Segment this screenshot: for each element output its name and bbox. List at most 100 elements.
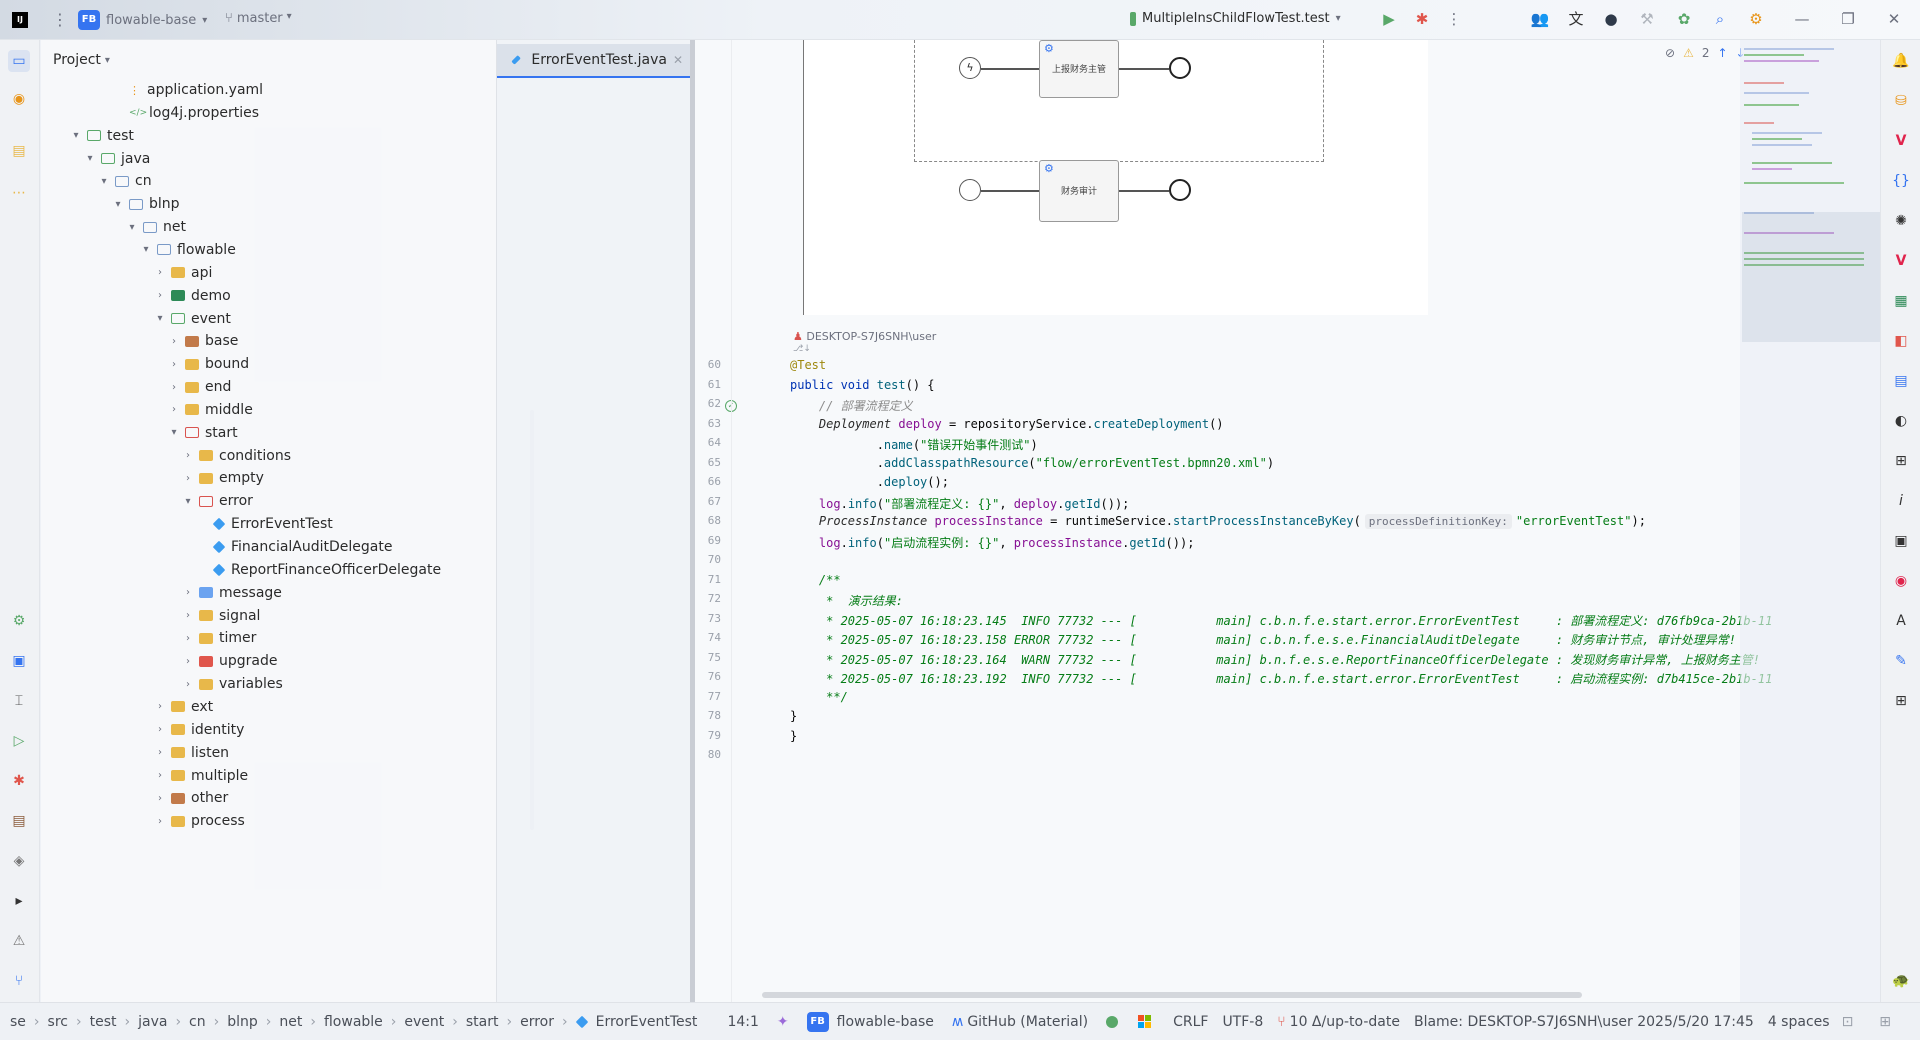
breadcrumb-item[interactable]: se: [10, 1013, 26, 1030]
chevron-down-icon[interactable]: ▾: [171, 427, 177, 439]
tree-item-identity[interactable]: ›identity: [41, 716, 244, 744]
tree-item-signal[interactable]: ›signal: [41, 602, 260, 630]
code-line[interactable]: * 2025-05-07 16:18:23.164 WARN 77732 ---…: [818, 652, 1760, 667]
tree-item-test[interactable]: ▾test: [41, 122, 133, 150]
tree-item-cn[interactable]: ▾cn: [41, 167, 151, 195]
chevron-right-icon[interactable]: ›: [172, 381, 176, 393]
terminal-tool-icon[interactable]: ▸: [15, 893, 23, 909]
chevron-down-icon[interactable]: ▾: [129, 221, 135, 233]
line-number[interactable]: 74: [707, 631, 721, 644]
line-ending[interactable]: CRLF: [1173, 1013, 1209, 1030]
chevron-down-icon[interactable]: ▾: [157, 313, 163, 324]
line-number[interactable]: 70: [707, 553, 721, 566]
tree-item-base[interactable]: ›base: [41, 327, 238, 355]
tree-item-reportfinanceofficerdelegate[interactable]: ReportFinanceOfficerDelegate: [41, 556, 441, 584]
indent-setting[interactable]: 4 spaces: [1767, 1013, 1830, 1030]
breadcrumb-item[interactable]: start: [465, 1013, 499, 1030]
chevron-right-icon[interactable]: ›: [186, 587, 190, 599]
code-line[interactable]: * 2025-05-07 16:18:23.192 INFO 77732 ---…: [818, 672, 1773, 686]
line-number[interactable]: 65: [707, 455, 721, 469]
mascot-icon[interactable]: 🐢: [1892, 973, 1910, 989]
tab-error-event-test[interactable]: ErrorEventTest.java ✕: [497, 44, 691, 78]
tree-item-other[interactable]: ›other: [41, 784, 228, 812]
close-icon[interactable]: ✕: [672, 53, 683, 67]
tree-item-api[interactable]: ›api: [41, 259, 212, 287]
search-icon[interactable]: ⌕: [1715, 10, 1725, 28]
line-number[interactable]: 68: [707, 514, 721, 527]
code-line[interactable]: log.info("启动流程实例: {}", processInstance.g…: [818, 535, 1195, 550]
services-tool-icon[interactable]: ⚙: [12, 613, 26, 629]
breadcrumb-item[interactable]: ErrorEventTest: [595, 1013, 698, 1030]
chevron-right-icon[interactable]: ›: [158, 815, 162, 827]
collaboration-icon[interactable]: 👥: [1530, 10, 1550, 28]
memory-indicator-icon[interactable]: ⊞: [1879, 1013, 1892, 1030]
endpoints-tool-icon[interactable]: ⌶: [14, 693, 24, 709]
app-logo-icon[interactable]: IJ: [12, 12, 28, 28]
commit-tool-icon[interactable]: ◉: [12, 91, 26, 107]
breadcrumb-item[interactable]: java: [138, 1013, 168, 1030]
tree-item-process[interactable]: ›process: [41, 807, 245, 835]
line-number[interactable]: 63: [707, 416, 721, 430]
line-number[interactable]: 61: [707, 377, 721, 391]
tree-item-event[interactable]: ▾event: [41, 305, 230, 333]
chat-tool-icon[interactable]: ▣: [12, 653, 26, 669]
code-line[interactable]: * 2025-05-07 16:18:23.158 ERROR 77732 --…: [818, 633, 1736, 647]
database-icon[interactable]: ⛁: [1895, 93, 1907, 109]
tree-item-multiple[interactable]: ›multiple: [41, 762, 248, 790]
line-number[interactable]: 67: [707, 494, 721, 508]
theme-name[interactable]: GitHub (Material): [967, 1013, 1089, 1030]
chevron-down-icon[interactable]: ▾: [87, 153, 93, 165]
line-number[interactable]: 79: [707, 728, 721, 742]
chevron-down-icon[interactable]: ▾: [101, 175, 107, 187]
tree-item-error[interactable]: ▾error: [41, 487, 252, 515]
arrow-up-icon[interactable]: ↑: [1717, 46, 1728, 60]
run-config-selector[interactable]: MultipleInsChildFlowTest.test ▾: [1130, 11, 1341, 26]
breadcrumb[interactable]: se›src›test›java›cn›blnp›net›flowable›ev…: [6, 1014, 701, 1030]
chevron-right-icon[interactable]: ›: [186, 472, 190, 484]
breadcrumb-item[interactable]: test: [89, 1013, 117, 1030]
code-line[interactable]: log.info("部署流程定义: {}", deploy.getId());: [818, 496, 1130, 511]
tree-item-net[interactable]: ▾net: [41, 213, 186, 241]
line-number[interactable]: 76: [707, 670, 721, 683]
editor-splitter[interactable]: [690, 40, 695, 1002]
code-line[interactable]: @Test: [790, 358, 827, 372]
line-number[interactable]: 64: [707, 436, 721, 449]
line-number[interactable]: 77: [707, 689, 721, 703]
line-number[interactable]: 69: [707, 533, 721, 547]
project-panel-header[interactable]: Project ▾: [53, 52, 110, 68]
rest-client-icon[interactable]: ◉: [1894, 573, 1908, 589]
blame-info[interactable]: Blame: DESKTOP-S7J6SNH\user 2025/5/20 17…: [1413, 1013, 1754, 1030]
plugin-icon[interactable]: ✦: [776, 1013, 789, 1030]
code-line[interactable]: .deploy();: [790, 475, 949, 489]
chevron-right-icon[interactable]: ›: [172, 404, 176, 416]
chevron-down-icon[interactable]: ▾: [185, 495, 191, 507]
code-line[interactable]: .addClasspathResource("flow/errorEventTe…: [790, 455, 1275, 470]
document-icon[interactable]: ▤: [1894, 373, 1908, 389]
editor-horizontal-scrollbar[interactable]: [762, 992, 1582, 998]
translate-icon[interactable]: 文: [1568, 10, 1584, 28]
project-name[interactable]: flowable-base: [836, 1013, 934, 1030]
structure-tool-icon[interactable]: ▤: [12, 143, 26, 159]
line-number[interactable]: 60: [707, 358, 721, 371]
chevron-right-icon[interactable]: ›: [186, 610, 190, 622]
lock-icon[interactable]: ⊡: [1841, 1013, 1854, 1030]
chevron-down-icon[interactable]: ▾: [143, 244, 149, 256]
tree-item-start[interactable]: ▾start: [41, 419, 237, 447]
inspection-widget[interactable]: ⊘ ⚠2 ↑ ↓: [1665, 46, 1746, 60]
breadcrumb-item[interactable]: cn: [189, 1013, 206, 1030]
run-tool-icon[interactable]: ▷: [13, 733, 25, 749]
info-icon[interactable]: i: [1899, 493, 1903, 509]
cursor-position[interactable]: 14:1: [727, 1013, 759, 1030]
line-number[interactable]: 73: [707, 611, 721, 625]
tree-item-ext[interactable]: ›ext: [41, 693, 213, 721]
database-tool-icon[interactable]: ▤: [12, 813, 26, 829]
line-number[interactable]: 72: [707, 592, 721, 605]
chevron-right-icon[interactable]: ›: [186, 678, 190, 690]
tree-item-application-yaml[interactable]: ⋮application.yaml: [41, 76, 263, 104]
tree-item-flowable[interactable]: ▾flowable: [41, 236, 235, 264]
branch-switcher[interactable]: ⑂ master ▾: [225, 11, 292, 26]
chevron-right-icon[interactable]: ›: [158, 267, 162, 279]
line-number[interactable]: 78: [707, 709, 721, 722]
code-line[interactable]: /**: [818, 572, 841, 587]
tree-item-erroreventtest[interactable]: ErrorEventTest: [41, 510, 333, 538]
